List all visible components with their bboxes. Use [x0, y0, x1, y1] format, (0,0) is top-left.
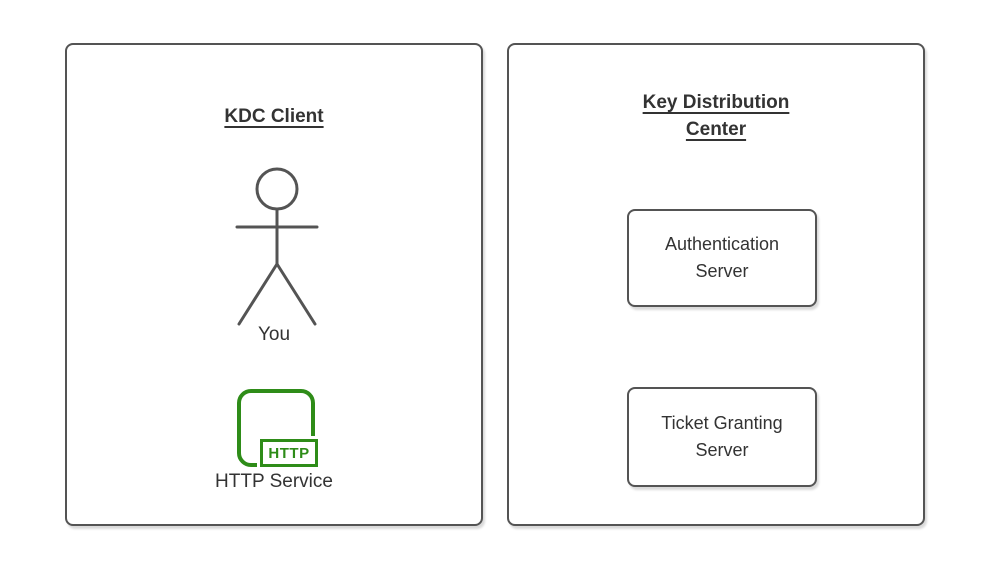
- actor-label: You: [257, 324, 291, 345]
- ticket-granting-server-label: Ticket Granting Server: [661, 413, 783, 460]
- kdc-client-panel: KDC Client You HTTP HTTP Service: [65, 43, 483, 526]
- person-icon: [235, 167, 319, 326]
- key-distribution-center-title-text: Key Distribution Center: [642, 92, 790, 140]
- http-service-label: HTTP Service: [215, 471, 333, 492]
- http-badge: HTTP: [260, 439, 318, 467]
- ticket-granting-server-node: Ticket Granting Server: [627, 387, 817, 487]
- kdc-client-title: KDC Client: [67, 103, 481, 130]
- key-distribution-center-panel: Key Distribution Center Authentication S…: [507, 43, 925, 526]
- key-distribution-center-title: Key Distribution Center: [509, 89, 923, 143]
- kdc-client-title-text: KDC Client: [224, 106, 324, 127]
- authentication-server-node: Authentication Server: [627, 209, 817, 307]
- authentication-server-label: Authentication Server: [664, 234, 780, 281]
